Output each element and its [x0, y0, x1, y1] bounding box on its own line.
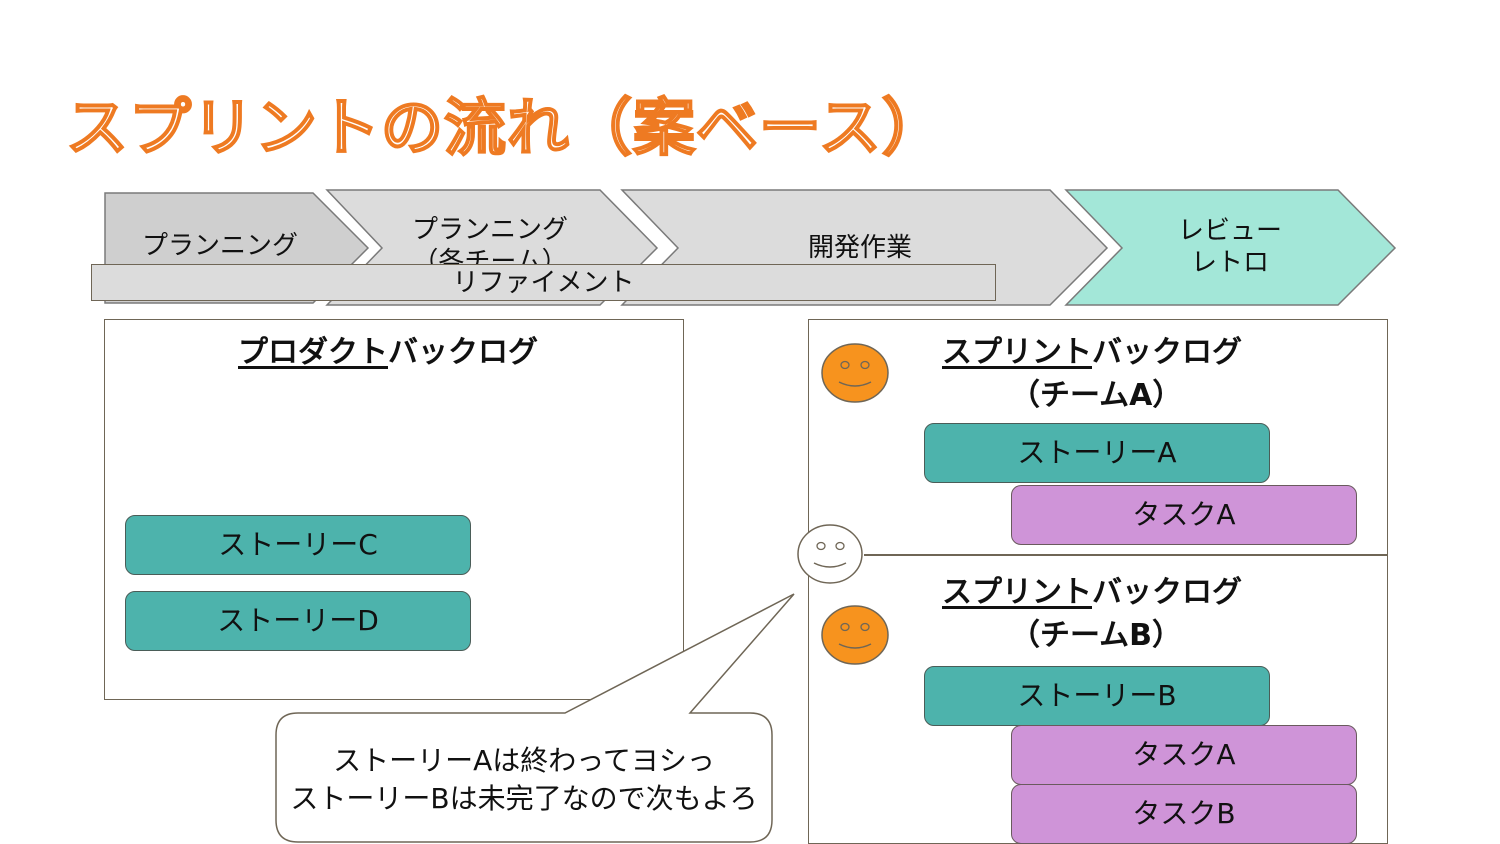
smiley-face-icon — [797, 524, 863, 584]
product-backlog-heading: プロダクトバックログ — [238, 335, 538, 370]
stage-team-planning-label: プランニング （各チーム） — [411, 215, 568, 264]
team-b-label: （チームB） — [1010, 618, 1182, 653]
team-a-label: （チームA） — [1010, 378, 1183, 413]
team-a-heading: スプリントバックログ — [942, 335, 1242, 370]
speech-bubble-text: ストーリーAは終わってヨシっ ストーリーBは未完了なので次もよろ — [290, 744, 758, 815]
team-b-heading: スプリントバックログ — [942, 575, 1242, 610]
story-a-card: ストーリーA — [924, 423, 1270, 483]
refinement-bar: リファイメント — [91, 264, 996, 301]
stage-review-shape — [1064, 189, 1397, 306]
stage-planning-label: プランニング — [141, 231, 298, 261]
story-c-card: ストーリーC — [125, 515, 471, 575]
stage-development-label: 開発作業 — [807, 233, 912, 263]
stage-review-label: レビュー レトロ — [1177, 216, 1282, 278]
team-a-task-a-card: タスクA — [1011, 485, 1357, 545]
story-b-card: ストーリーB — [924, 666, 1270, 726]
team-divider — [864, 554, 1388, 556]
smiley-face-icon — [821, 605, 889, 665]
smiley-face-icon — [821, 343, 889, 403]
story-d-card: ストーリーD — [125, 591, 471, 651]
team-b-task-a-card: タスクA — [1011, 725, 1357, 785]
page-title: スプリントの流れ（案ベース） — [65, 90, 945, 165]
